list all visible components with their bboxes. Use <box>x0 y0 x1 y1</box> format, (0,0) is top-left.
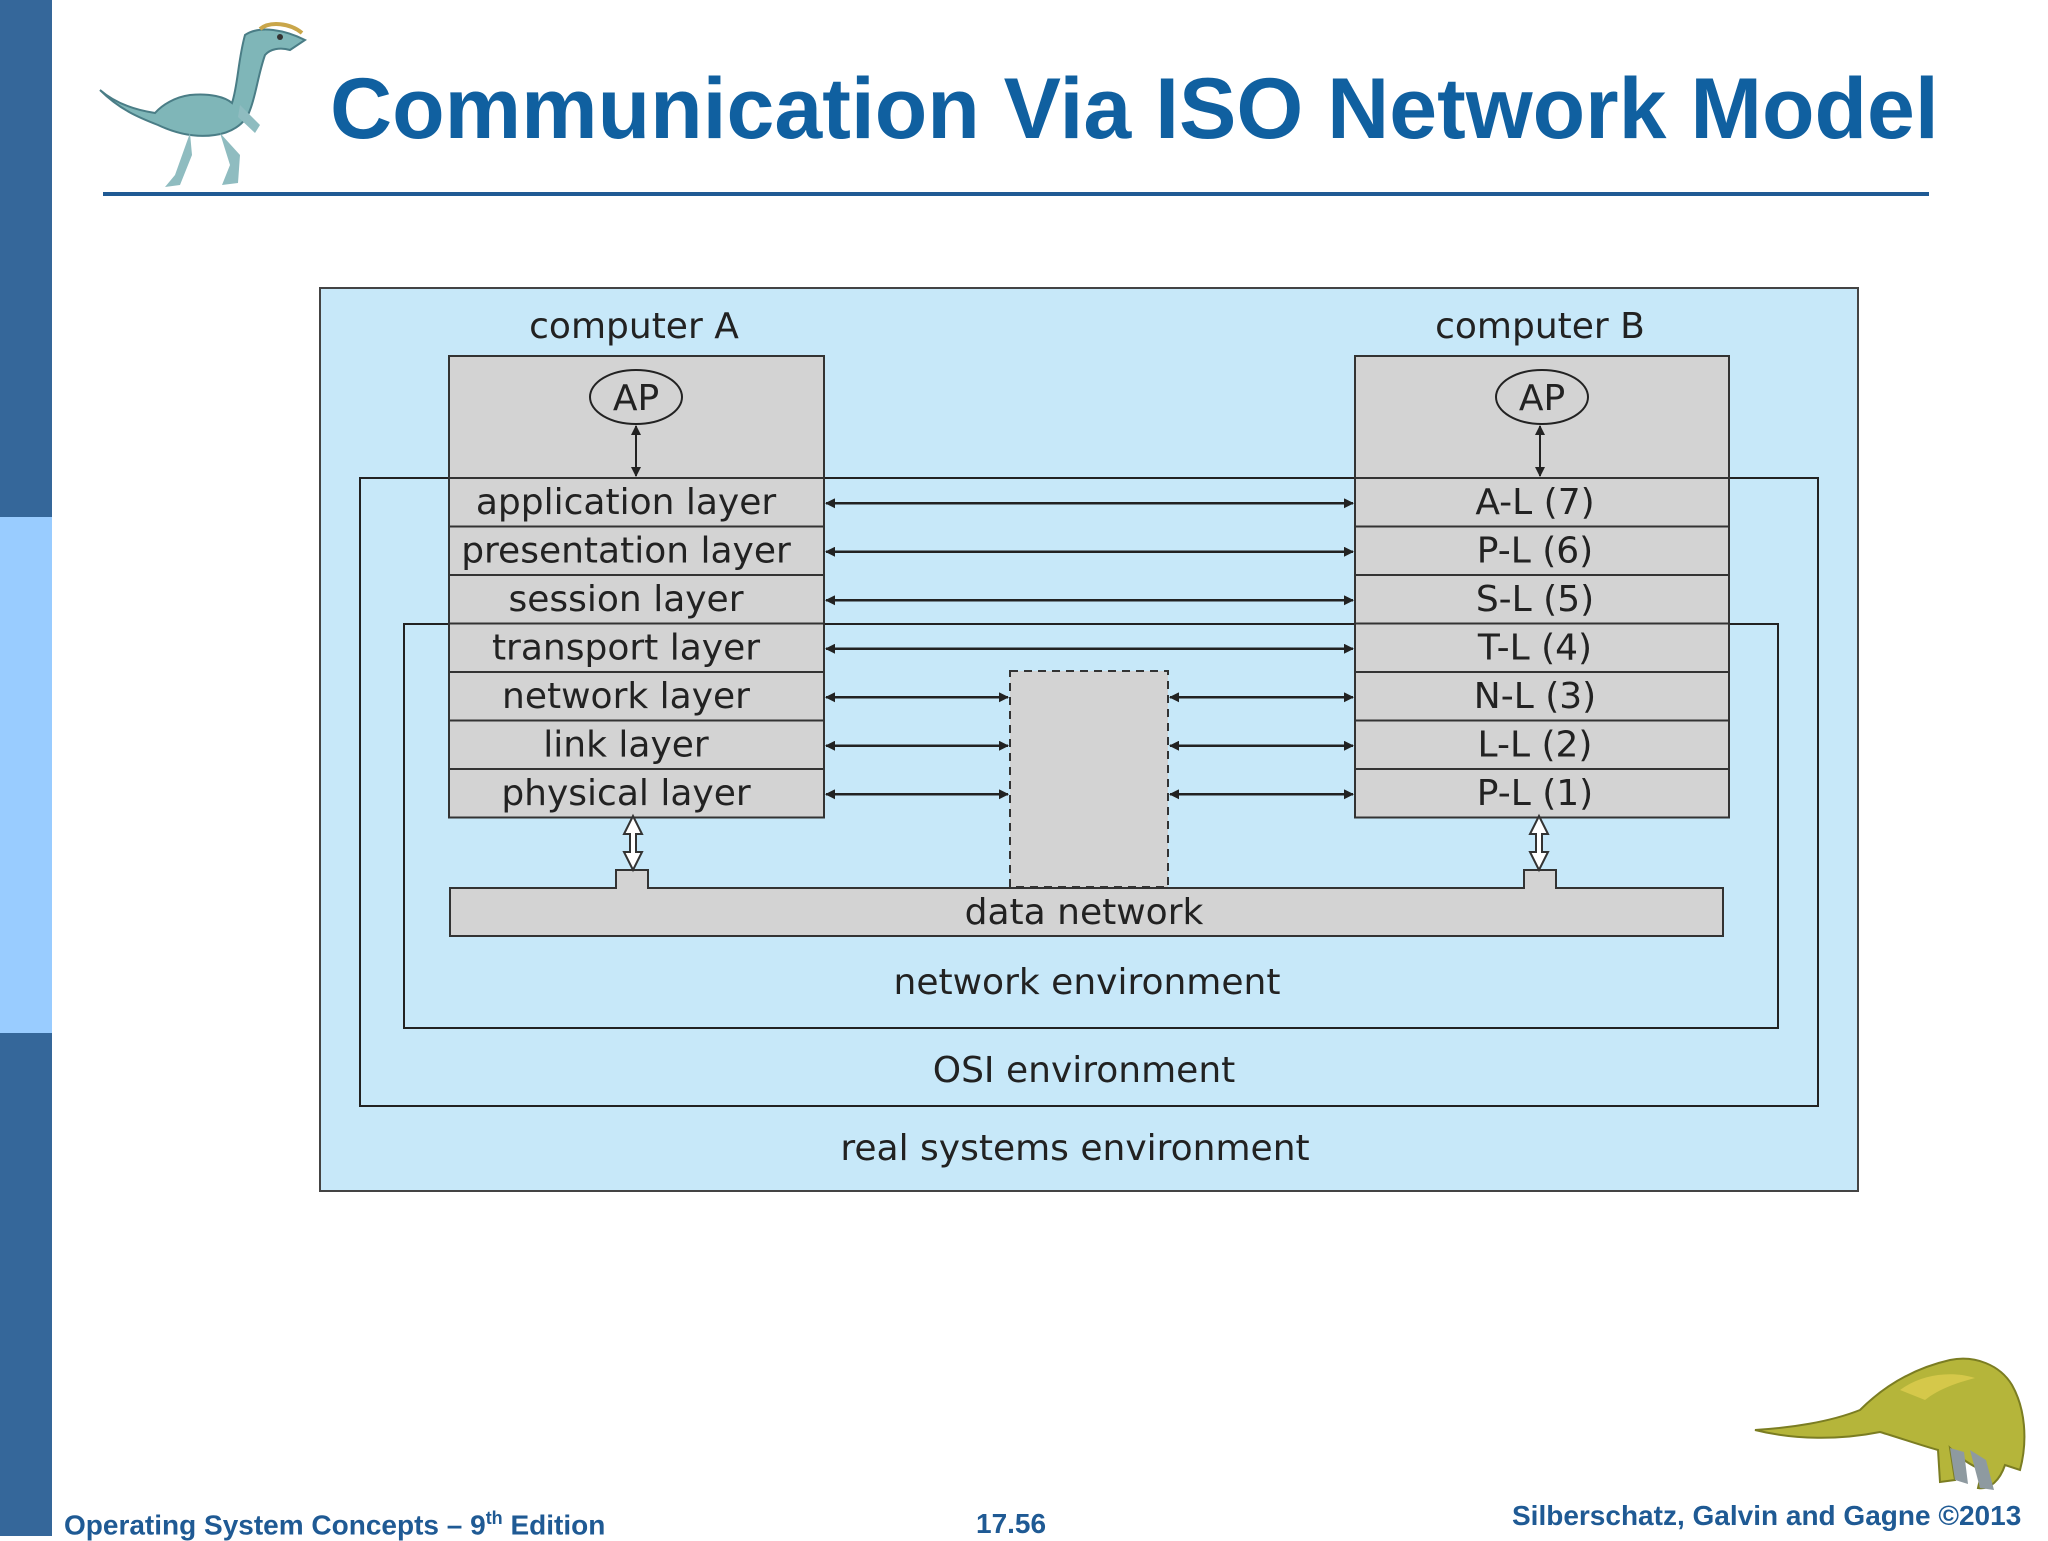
computer-a-physical-link-arrow <box>622 813 644 873</box>
real-systems-environment-label: real systems environment <box>840 1128 1309 1169</box>
computer-b-layer-label: S-L (5) <box>1476 579 1594 620</box>
footer-dinosaur-icon <box>1754 1357 2026 1490</box>
relay-node-box <box>1009 670 1169 888</box>
computer-a-ap-node <box>589 369 683 425</box>
computer-a-layer-stack: application layer presentation layer sessi… <box>448 477 825 819</box>
computer-a-layer-row <box>448 768 825 819</box>
computer-a-layer-label: transport layer <box>492 628 760 669</box>
computer-b-layer-row <box>1354 768 1730 819</box>
computer-a-layer-label: link layer <box>543 725 709 766</box>
computer-b-layer-label: T-L (4) <box>1477 628 1592 669</box>
footer-book-title-sup: th <box>485 1508 503 1528</box>
footer-page-number: 17.56 <box>976 1508 1047 1539</box>
computer-b-layer-label: A-L (7) <box>1475 482 1594 523</box>
network-environment-label: network environment <box>894 962 1281 1003</box>
data-network-label: data network <box>965 892 1204 933</box>
computer-b-layer-label: P-L (1) <box>1477 773 1593 814</box>
footer-book-title: Operating System Concepts – 9th Edition <box>64 1508 605 1541</box>
computer-a-layer-label: presentation layer <box>461 531 791 572</box>
computer-b-ap-label: AP <box>1519 378 1565 419</box>
computer-a-ap-label: AP <box>613 378 659 419</box>
computer-a-label: computer A <box>529 306 739 347</box>
computer-b-layer-label: L-L (2) <box>1478 725 1593 766</box>
slide-title: Communication Via ISO Network Model <box>330 61 1939 157</box>
computer-a-layer-row <box>448 719 825 770</box>
computer-b-layer-row <box>1354 574 1730 625</box>
computer-b-ap-node <box>1495 369 1589 425</box>
computer-a-layer-row <box>448 622 825 673</box>
computer-a-layer-row <box>448 525 825 576</box>
osi-environment-label: OSI environment <box>933 1050 1236 1091</box>
peer-protocol-arrows <box>825 498 1354 800</box>
computer-a-layer-label: network layer <box>502 676 750 717</box>
header-dinosaur-icon <box>99 22 307 187</box>
computer-a-layer-label: application layer <box>476 482 777 523</box>
computer-b-layer-row <box>1354 525 1730 576</box>
footer-book-title-prefix: Operating System Concepts – 9 <box>64 1509 486 1541</box>
footer-copyright: Silberschatz, Galvin and Gagne ©2013 <box>1512 1500 2022 1531</box>
computer-b-layer-row <box>1354 622 1730 673</box>
computer-a-layer-label: physical layer <box>501 773 751 814</box>
sidebar-accent <box>0 517 52 1033</box>
computer-b-layer-label: P-L (6) <box>1477 531 1593 572</box>
computer-b-layer-row <box>1354 671 1730 722</box>
computer-b-label: computer B <box>1435 306 1645 347</box>
computer-b-layer-row <box>1354 477 1730 528</box>
data-network-bar <box>449 869 1724 937</box>
computer-b-layer-label: N-L (3) <box>1474 676 1596 717</box>
computer-a-layer-label: session layer <box>508 579 743 620</box>
network-environment-box <box>403 623 1779 1029</box>
osi-environment-box <box>359 477 1819 1107</box>
computer-b-layer-row <box>1354 719 1730 770</box>
computer-b-layer-stack: A-L (7) P-L (6) S-L (5) T-L (4) N-L (3) L-L (… <box>1354 477 1730 819</box>
title-divider <box>103 192 1929 196</box>
computer-a-layer-row <box>448 477 825 528</box>
computer-b-physical-link-arrow <box>1528 813 1550 873</box>
computer-a-layer-row <box>448 671 825 722</box>
footer-book-title-suffix: Edition <box>502 1509 606 1541</box>
